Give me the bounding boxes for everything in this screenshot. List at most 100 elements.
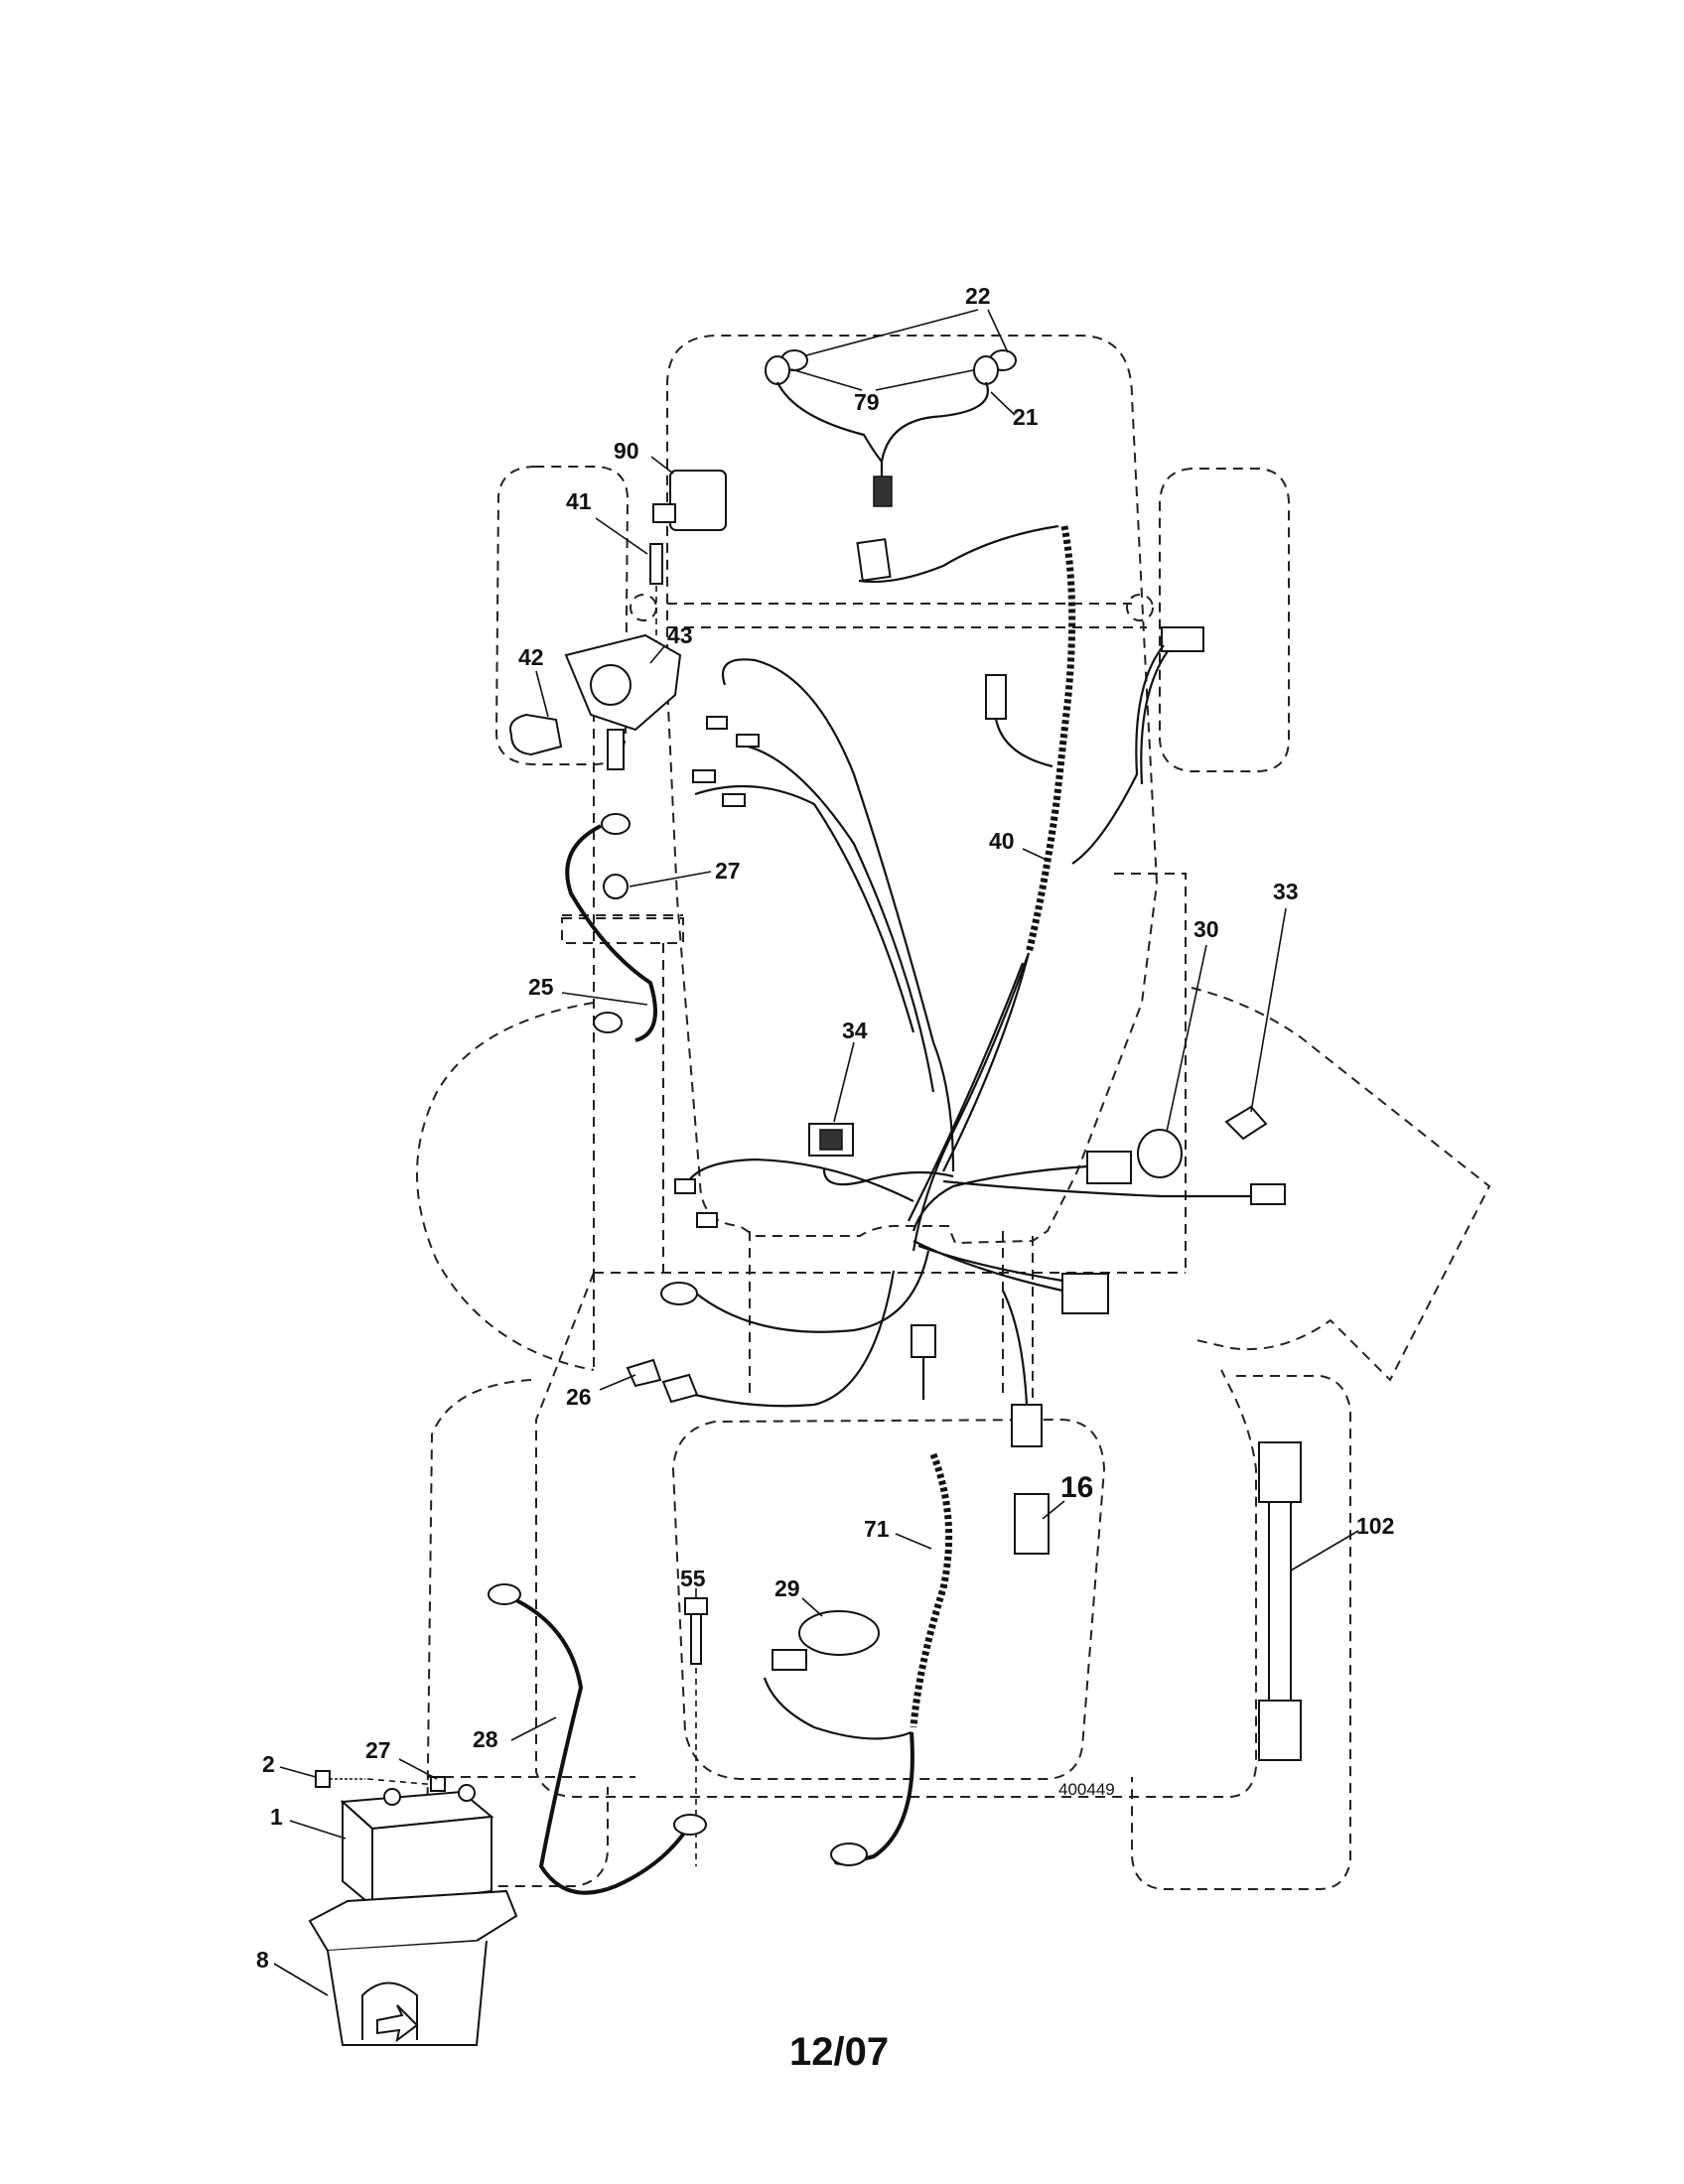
tray-8-arrow — [376, 2004, 419, 2043]
bolt-55-shaft — [690, 1613, 702, 1665]
part-29-plug — [772, 1649, 807, 1671]
connector-30 — [1086, 1151, 1132, 1184]
leader-8 — [273, 1963, 329, 1996]
leader-90 — [650, 456, 674, 475]
callout-2: 2 — [262, 1751, 275, 1777]
ring-terminal — [660, 1282, 698, 1305]
coil-71-cord — [910, 1452, 953, 1728]
callout-21: 21 — [1013, 404, 1039, 430]
battery-post-left — [383, 1788, 401, 1806]
callout-29: 29 — [774, 1575, 800, 1601]
right-connector — [985, 626, 1204, 865]
part-16 — [1014, 1493, 1050, 1555]
screw-2-head — [315, 1770, 331, 1788]
leader-2 — [279, 1766, 317, 1778]
terminal-e — [674, 1178, 696, 1194]
part-16-body — [1014, 1493, 1050, 1555]
leader-25 — [561, 992, 648, 1006]
connector-top-71 — [911, 1324, 936, 1358]
part-102-tube — [1268, 1501, 1292, 1702]
cable-28-bottom-ring — [673, 1814, 707, 1836]
leader-28 — [510, 1716, 557, 1741]
headlight-wire — [776, 381, 989, 491]
callout-71: 71 — [864, 1516, 890, 1542]
cable-25 — [565, 813, 657, 1042]
part-90-shaft — [652, 503, 676, 523]
seat-wires — [626, 1270, 1043, 1447]
callout-42: 42 — [518, 644, 544, 670]
harness-wire-top — [858, 524, 1059, 584]
cable-28-top-ring — [488, 1583, 521, 1605]
tractor-outline — [416, 335, 1491, 1890]
central-wires — [660, 658, 955, 1333]
wire-bottom — [1002, 1290, 1029, 1406]
terminal-d — [722, 793, 746, 807]
right-plug-wire — [1071, 644, 1169, 865]
leader-41 — [595, 517, 648, 555]
connector-8pin — [912, 1240, 1109, 1314]
callout-33: 33 — [1273, 879, 1299, 904]
coil-71 — [763, 1452, 953, 1866]
leader-27b — [398, 1758, 438, 1780]
left-rear-lower-outline — [425, 1379, 609, 1887]
callout-79: 79 — [854, 389, 880, 415]
callout-40: 40 — [989, 828, 1015, 854]
connector-8pin-body — [1061, 1273, 1109, 1314]
cap-42 — [509, 713, 563, 756]
leader-34 — [833, 1041, 855, 1123]
part-102-bottom — [1258, 1700, 1302, 1761]
wire-a — [722, 658, 955, 1172]
bolt-41 — [649, 543, 663, 585]
solenoid-43-cap — [590, 664, 632, 706]
callout-30: 30 — [1193, 916, 1219, 942]
seat-inner-outline — [749, 1231, 1034, 1400]
callout-41: 41 — [566, 488, 592, 514]
hinge-right — [1126, 594, 1154, 621]
wire-e — [694, 1250, 930, 1333]
terminal-a — [706, 716, 728, 730]
callout-1: 1 — [270, 1804, 283, 1830]
leader-lines — [273, 309, 1359, 1996]
part-33 — [1224, 1105, 1268, 1141]
solenoid-group — [509, 470, 727, 770]
part-26-a — [626, 1358, 662, 1388]
hinge-left — [630, 594, 657, 621]
harness-coil-40 — [1025, 525, 1076, 954]
hood-outline — [666, 335, 1159, 1245]
wire-34 — [822, 1168, 954, 1186]
callout-labels: 22 79 21 90 41 42 43 27 40 33 30 25 34 2… — [256, 283, 1394, 1973]
cable-25-wire — [565, 824, 657, 1042]
callout-34: 34 — [842, 1018, 868, 1043]
leader-102 — [1290, 1530, 1359, 1571]
right-fender-outline — [1191, 987, 1491, 1382]
part-26-b — [661, 1373, 699, 1404]
plug-mid-wire — [994, 718, 1053, 768]
wire-d — [683, 1158, 914, 1202]
seat-plate-outline — [535, 1272, 1257, 1798]
leader-42 — [535, 670, 549, 718]
lower-plate-outline — [671, 1418, 1106, 1780]
headlight-plug — [873, 476, 893, 507]
leader-79 — [790, 368, 974, 391]
terminal-upper — [601, 813, 631, 835]
part-102-top — [1258, 1441, 1302, 1503]
callout-55: 55 — [680, 1566, 706, 1591]
bolt-55-head — [684, 1597, 708, 1615]
nut-27-bottom — [430, 1776, 446, 1792]
callout-28: 28 — [473, 1726, 498, 1752]
ignition-group — [912, 1105, 1286, 1232]
socket-right — [973, 355, 999, 385]
ignition-switch-30 — [1137, 1129, 1183, 1178]
revision-date: 12/07 — [789, 2030, 889, 2074]
leader-22 — [805, 309, 1009, 356]
harness-plug-top — [856, 538, 892, 582]
leader-71 — [895, 1533, 932, 1550]
main-harness-40 — [858, 524, 1076, 1252]
part-102 — [1258, 1441, 1302, 1761]
leader-21 — [990, 391, 1016, 416]
callout-27-bottom: 27 — [365, 1737, 391, 1763]
terminal-lower — [593, 1012, 623, 1033]
leader-1 — [289, 1820, 347, 1840]
wire-71-to-29 — [763, 1677, 912, 1740]
